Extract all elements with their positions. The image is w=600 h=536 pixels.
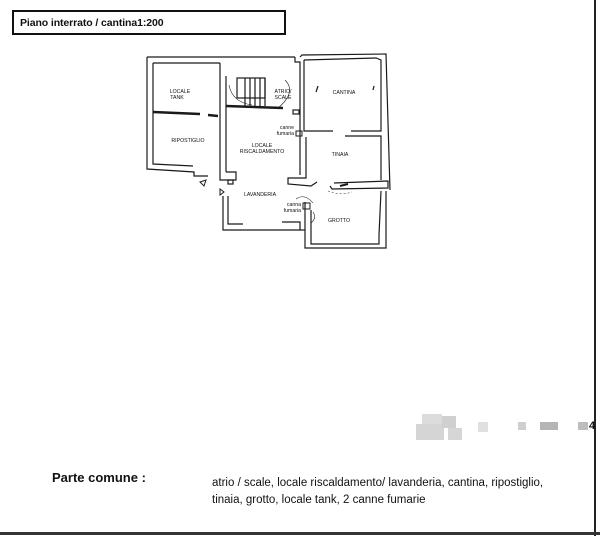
room-label-locale-tank-2: TANK — [170, 95, 184, 101]
redacted-stamp — [412, 412, 594, 442]
room-label-scale: SCALE — [274, 95, 292, 101]
page-border-bottom — [0, 532, 600, 535]
room-label-locale-risc: LOCALE — [252, 143, 273, 149]
flue-annotations: canne fumaria canna fumaria — [277, 125, 301, 214]
room-labels: LOCALE TANK RIPOSTIGLIO ATRIO/ SCALE LOC… — [170, 89, 356, 224]
room-label-tinaia: TINAIA — [332, 152, 349, 158]
room-label-ripostiglio: RIPOSTIGLIO — [171, 138, 204, 144]
room-label-grotto: GROTTO — [328, 218, 350, 224]
title-box: Piano interrato / cantina1:200 — [12, 10, 286, 35]
room-label-lavanderia: LAVANDERIA — [244, 192, 277, 198]
page-border-right — [594, 0, 596, 536]
flue-label-1-line2: fumaria — [277, 131, 294, 137]
room-label-cantina: CANTINA — [333, 90, 356, 96]
legend-line-1: atrio / scale, locale riscaldamento/ lav… — [212, 477, 544, 489]
legend-label: Parte comune : — [52, 470, 146, 485]
room-label-locale-tank: LOCALE — [170, 89, 191, 95]
flue-label-1-line1: canne — [280, 125, 294, 131]
flue-label-2-line1: canna — [287, 202, 301, 208]
flue-label-2-line2: fumaria — [284, 208, 301, 214]
room-label-riscaldamento: RISCALDAMENTO — [240, 149, 285, 155]
page-number-fragment: 4 — [589, 420, 596, 432]
plan-title: Piano interrato / cantina1:200 — [20, 17, 164, 29]
legend-line-2: tinaia, grotto, locale tank, 2 canne fum… — [212, 494, 426, 506]
floor-plan-walls — [146, 53, 391, 249]
legend-description: atrio / scale, locale riscaldamento/ lav… — [212, 475, 592, 509]
room-label-atrio: ATRIO/ — [275, 89, 292, 95]
